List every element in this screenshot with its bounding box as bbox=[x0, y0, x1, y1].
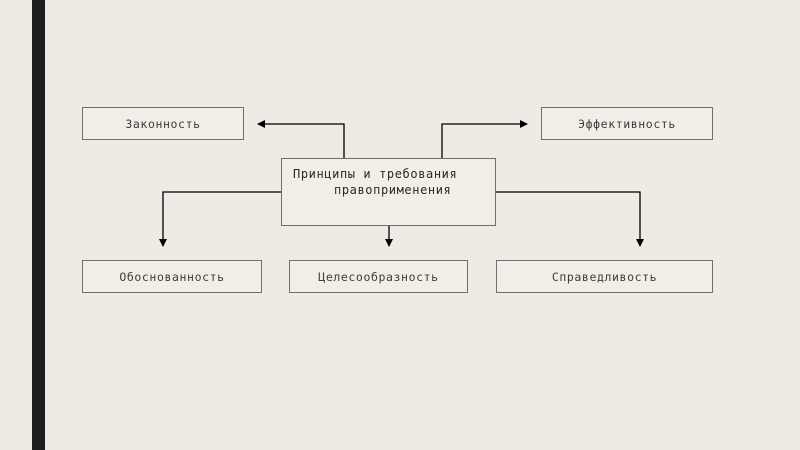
node-center-principles: Принципы и требования правоприменения bbox=[281, 158, 496, 226]
node-justice: Справедливость bbox=[496, 260, 713, 293]
node-efficiency: Эффективность bbox=[541, 107, 713, 140]
arrow-to-legality bbox=[257, 120, 345, 158]
node-expediency-label: Целесообразность bbox=[318, 269, 439, 284]
node-validity: Обоснованность bbox=[82, 260, 262, 293]
arrow-to-justice bbox=[496, 191, 644, 247]
node-validity-label: Обоснованность bbox=[119, 269, 225, 284]
node-efficiency-label: Эффективность bbox=[578, 116, 676, 131]
node-justice-label: Справедливость bbox=[551, 269, 658, 284]
node-center-line2: правоприменения bbox=[334, 183, 452, 197]
side-accent-bar bbox=[32, 0, 45, 450]
arrow-to-validity bbox=[159, 191, 281, 247]
arrow-to-efficiency bbox=[441, 120, 528, 158]
node-legality: Законность bbox=[82, 107, 244, 140]
node-center-line1: Принципы и требования bbox=[293, 167, 458, 181]
node-legality-label: Законность bbox=[125, 116, 201, 131]
node-expediency: Целесообразность bbox=[289, 260, 468, 293]
